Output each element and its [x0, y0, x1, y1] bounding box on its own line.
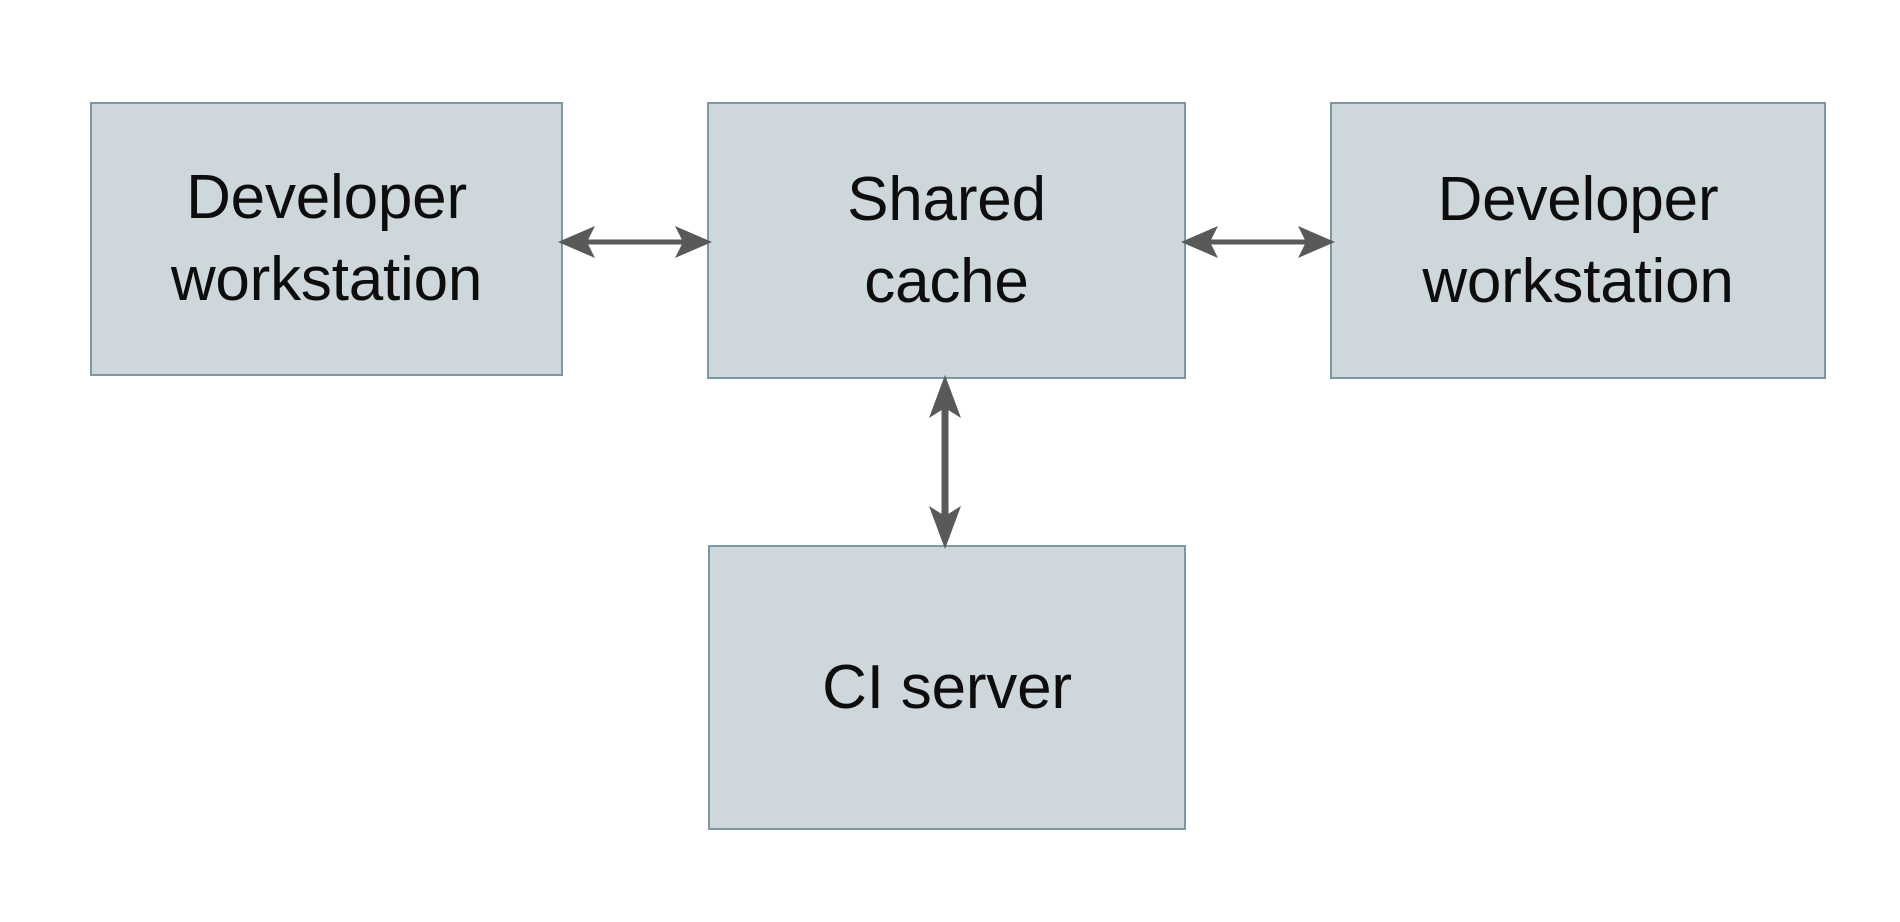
node-ci-server[interactable]: CI server — [708, 545, 1186, 830]
node-label-ci-server: CI server — [822, 652, 1072, 722]
node-developer-workstation-right[interactable]: Developer workstation — [1330, 102, 1826, 379]
connector-dev-left-to-shared-cache[interactable] — [555, 205, 715, 279]
connector-shared-cache-to-dev-right[interactable] — [1178, 205, 1338, 279]
node-shared-cache[interactable]: Shared cache — [707, 102, 1186, 379]
node-label-shared-cache: Shared cache — [847, 164, 1046, 316]
node-label-developer-workstation-left: Developer workstation — [170, 163, 483, 314]
connector-shared-cache-to-ci-server[interactable] — [908, 372, 982, 552]
node-label-developer-workstation-right: Developer workstation — [1422, 164, 1734, 316]
node-developer-workstation-left[interactable]: Developer workstation — [90, 102, 563, 376]
